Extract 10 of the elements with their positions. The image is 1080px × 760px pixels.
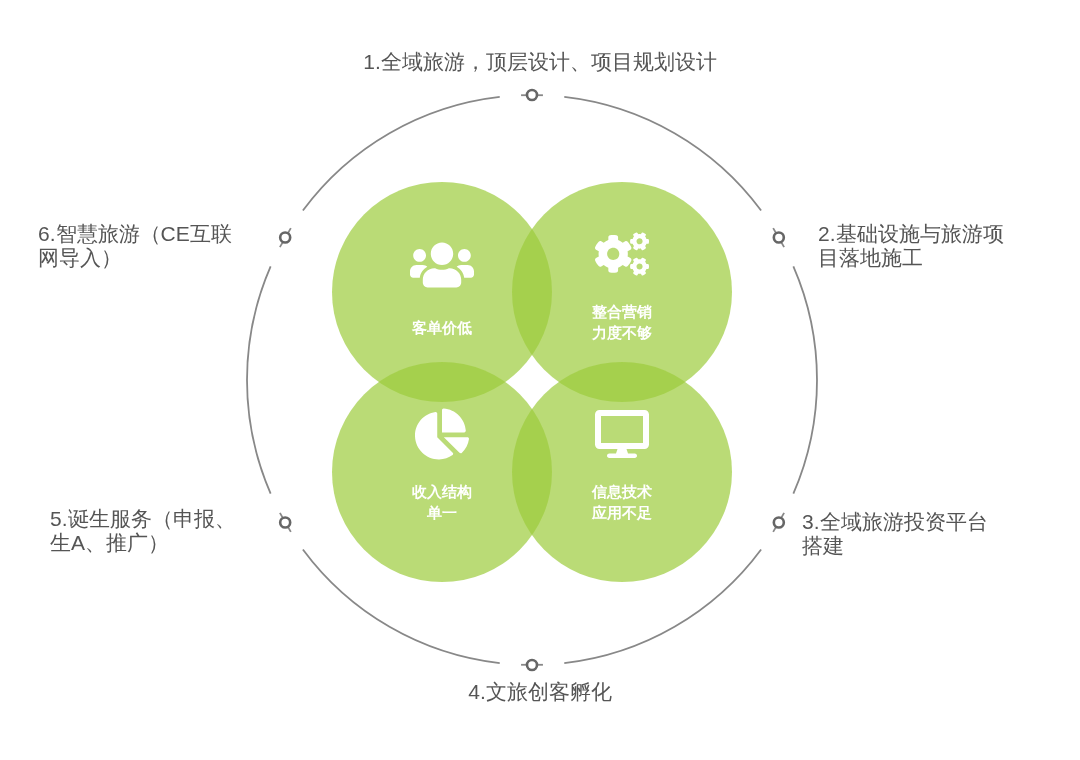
circle-text: 整合营销力度不够 bbox=[591, 302, 653, 343]
circle-text: 信息技术应用不足 bbox=[590, 482, 653, 523]
circle-text: 收入结构单一 bbox=[411, 482, 473, 523]
stage-label: 6.智慧旅游（CE互联网导入） bbox=[38, 222, 233, 270]
stage-label: 3.全域旅游投资平台搭建 bbox=[802, 510, 989, 558]
stage-label: 2.基础设施与旅游项目落地施工 bbox=[818, 222, 1005, 270]
circle-text: 客单价低 bbox=[411, 317, 473, 338]
stage-label: 4.文旅创客孵化 bbox=[467, 680, 613, 704]
stage-label: 5.诞生服务（申报、生A、推广） bbox=[50, 507, 237, 555]
stage-label: 1.全域旅游，顶层设计、项目规划设计 bbox=[362, 50, 718, 74]
